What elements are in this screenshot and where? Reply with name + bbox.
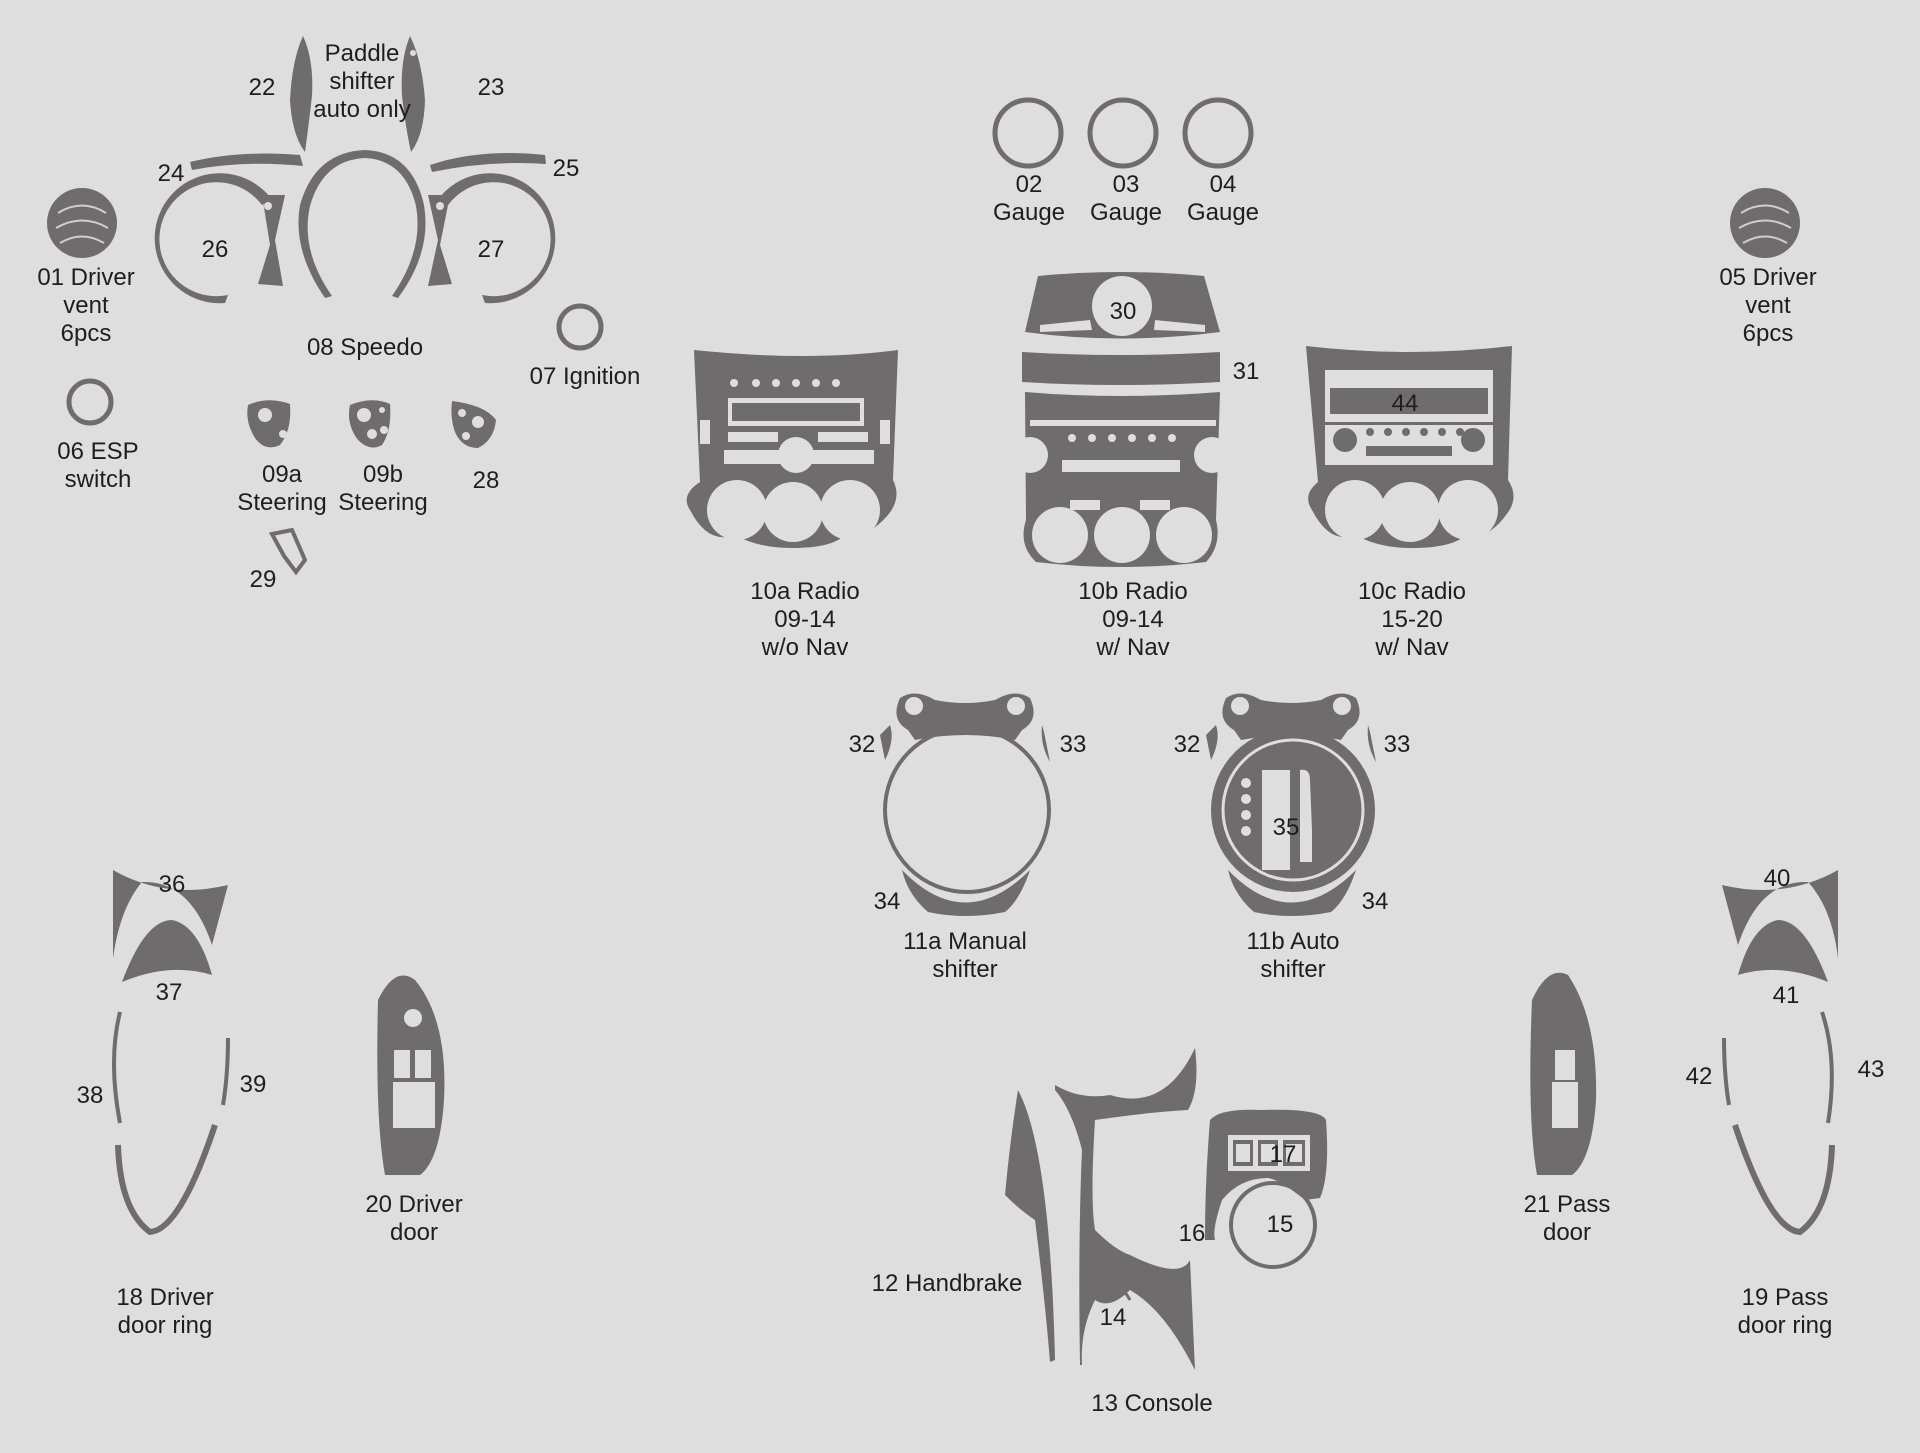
pass-door-switch-panel [1530,972,1597,1175]
piece-43 [1820,1011,1834,1124]
part-number-24: 24 [157,160,185,187]
handbrake-label: 12 Handbrake [871,1270,1023,1297]
piece-25 [430,152,546,172]
part-number-33-manual: 33 [1059,731,1087,758]
part-number-37: 37 [155,979,183,1006]
steering-09a-piece [247,400,291,448]
console-label: 13 Console [1091,1390,1213,1417]
gauge-04-ring [1182,97,1254,169]
gauge-02-ring [992,97,1064,169]
part-number-41: 41 [1772,982,1800,1009]
piece-36 [113,870,228,958]
piece-42 [1722,1037,1731,1106]
auto-shifter-piece [1206,693,1376,916]
part-number-16: 16 [1178,1220,1206,1247]
piece-42-lower [1732,1124,1835,1236]
gauge-surround-26-tab [258,195,285,286]
part-number-31: 31 [1232,358,1260,385]
part-number-15: 15 [1266,1211,1294,1238]
part-number-42: 42 [1685,1063,1713,1090]
piece-14 [1088,1281,1132,1301]
part-number-33-auto: 33 [1383,731,1411,758]
part-number-38: 38 [76,1082,104,1109]
part-number-34-auto: 34 [1361,888,1389,915]
steering-09b-piece [349,400,391,448]
piece-16-17 [1205,1109,1328,1240]
part-number-23: 23 [477,74,505,101]
piece-38 [112,1011,122,1124]
gauge-surround-27 [440,173,556,304]
paddle-22-piece [290,36,313,152]
part-number-26: 26 [201,236,229,263]
manual-shifter-piece [880,693,1051,916]
part-number-17: 17 [1269,1141,1297,1168]
speedo-hood [298,150,426,298]
part-number-30: 30 [1109,298,1137,325]
piece-39 [221,1037,230,1106]
piece-31 [1022,352,1220,385]
ignition-label: 07 Ignition [529,363,641,390]
console-piece [1055,1048,1197,1370]
speedo-label: 08 Speedo [306,334,424,361]
driver-vent-01-piece [47,188,117,258]
gauge-surround-27-tab [428,195,452,286]
driver-vent-05-piece [1730,188,1800,258]
part-number-36: 36 [158,871,186,898]
handbrake-piece [1005,1090,1055,1362]
part-number-32-manual: 32 [848,731,876,758]
piece-41 [1738,920,1828,982]
part-number-22: 22 [248,74,276,101]
piece-30 [1025,272,1220,339]
piece-24 [190,153,303,170]
part-number-29: 29 [249,566,277,593]
ignition-ring [556,303,604,351]
part-number-34-manual: 34 [873,888,901,915]
part-number-35: 35 [1272,814,1300,841]
part-number-14: 14 [1099,1304,1127,1331]
steering-28-piece [451,401,496,448]
radio-10c-bezel [1306,346,1514,548]
piece-38-lower [115,1124,218,1236]
part-number-28: 28 [472,467,500,494]
piece-29 [268,527,308,576]
radio-10b-bezel [1012,392,1230,567]
gauge-03-ring [1087,97,1159,169]
paddle-23-piece [401,36,425,152]
part-number-27: 27 [477,236,505,263]
part-number-25: 25 [552,155,580,182]
part-number-40: 40 [1763,865,1791,892]
radio-10a-bezel [686,350,898,548]
gauge-surround-26 [154,173,270,304]
part-number-44: 44 [1391,390,1419,417]
piece-15-ring [1229,1181,1317,1269]
driver-door-switch-panel [377,975,445,1175]
part-number-43: 43 [1857,1056,1885,1083]
piece-37 [122,920,212,982]
part-number-39: 39 [239,1071,267,1098]
piece-40 [1722,870,1838,958]
esp-switch-ring [66,378,114,426]
part-number-32-auto: 32 [1173,731,1201,758]
